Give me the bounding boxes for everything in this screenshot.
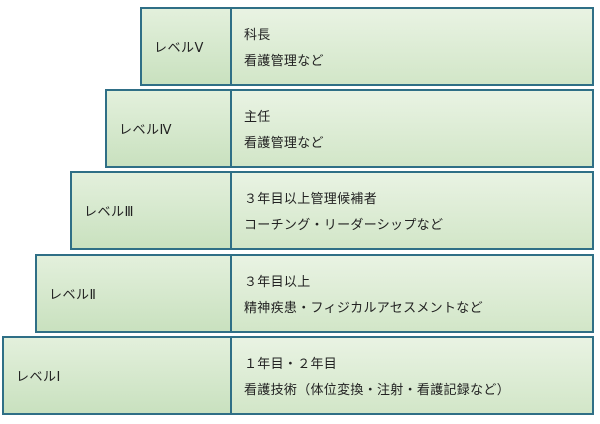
level-4-line-2: 看護管理など [244, 136, 324, 151]
level-3-line-1: ３年目以上管理候補者 [244, 192, 378, 207]
level-1-row: レベルⅠ １年目・２年目 看護技術（体位変換・注射・看護記録など） [2, 336, 594, 415]
level-2-line-1: ３年目以上 [244, 275, 311, 290]
level-1-label-text: レベルⅠ [16, 370, 61, 385]
level-4-line-1: 主任 [244, 110, 271, 125]
level-3-line-2: コーチング・リーダーシップなど [244, 218, 444, 233]
level-4-label: レベルⅣ [105, 89, 230, 168]
level-2-label: レベルⅡ [35, 254, 230, 333]
level-5-label-text: レベルⅤ [154, 41, 204, 56]
level-3-label: レベルⅢ [70, 171, 230, 250]
level-4-description: 主任 看護管理など [230, 89, 594, 168]
level-3-description: ３年目以上管理候補者 コーチング・リーダーシップなど [230, 171, 594, 250]
level-1-description: １年目・２年目 看護技術（体位変換・注射・看護記録など） [230, 336, 594, 415]
level-5-description: 科長 看護管理など [230, 7, 594, 86]
level-5-line-2: 看護管理など [244, 54, 324, 69]
level-1-line-1: １年目・２年目 [244, 357, 338, 372]
level-2-row: レベルⅡ ３年目以上 精神疾患・フィジカルアセスメントなど [35, 254, 594, 333]
level-2-label-text: レベルⅡ [49, 288, 97, 303]
level-5-line-1: 科長 [244, 28, 271, 43]
level-3-label-text: レベルⅢ [84, 205, 134, 220]
level-3-row: レベルⅢ ３年目以上管理候補者 コーチング・リーダーシップなど [70, 171, 594, 250]
level-1-label: レベルⅠ [2, 336, 230, 415]
level-5-row: レベルⅤ 科長 看護管理など [140, 7, 594, 86]
level-4-row: レベルⅣ 主任 看護管理など [105, 89, 594, 168]
level-2-line-2: 精神疾患・フィジカルアセスメントなど [244, 301, 483, 316]
level-4-label-text: レベルⅣ [119, 123, 172, 138]
level-5-label: レベルⅤ [140, 7, 230, 86]
level-1-line-2: 看護技術（体位変換・注射・看護記録など） [244, 383, 511, 398]
level-2-description: ３年目以上 精神疾患・フィジカルアセスメントなど [230, 254, 594, 333]
